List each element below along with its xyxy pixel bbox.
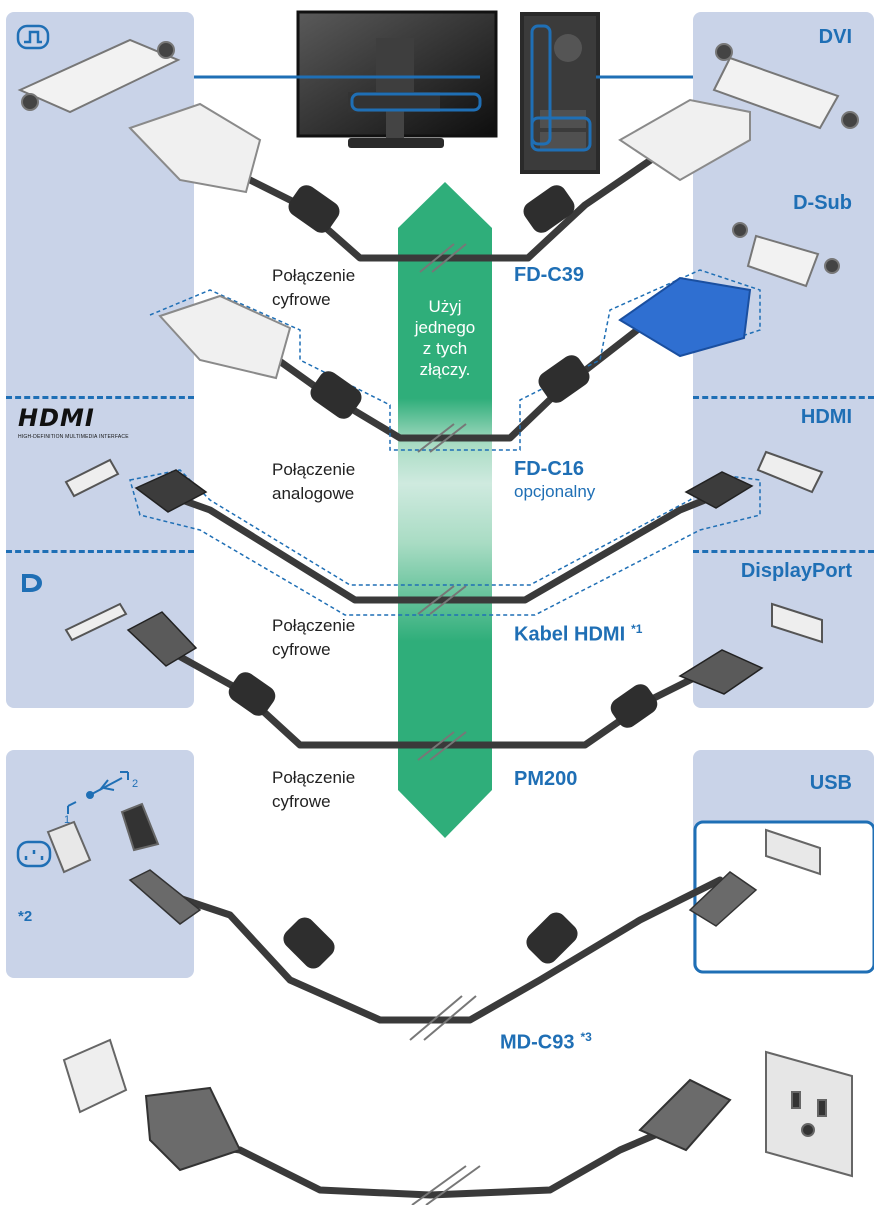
connection-line: cyfrowe bbox=[272, 792, 331, 811]
displayport-port-left bbox=[64, 602, 128, 642]
hdmi-highlight bbox=[129, 469, 761, 616]
label-dsub: D-Sub bbox=[793, 192, 852, 214]
cable-hdmi bbox=[156, 488, 729, 604]
dvi-connector-right bbox=[618, 98, 751, 182]
footnote-2: *2 bbox=[18, 908, 33, 925]
cable-name-md-c93: MD-C93 *3 bbox=[500, 1030, 592, 1055]
separator-right-1 bbox=[693, 396, 874, 399]
hdmi-port-left bbox=[64, 458, 120, 498]
hdmi-port-right bbox=[756, 450, 824, 494]
usb-port-number-2: 2 bbox=[132, 778, 139, 790]
cable-pm200 bbox=[146, 636, 734, 749]
dvi-port-right bbox=[712, 43, 859, 130]
connection-line: Połączenie bbox=[272, 266, 356, 285]
label-displayport: DisplayPort bbox=[740, 560, 852, 582]
power-plug-left bbox=[144, 1086, 242, 1172]
separator-right-2 bbox=[693, 550, 874, 553]
dvi-connector-analog bbox=[158, 294, 292, 380]
connection-line: analogowe bbox=[272, 484, 355, 503]
connection-type-1: Połączenie cyfrowe bbox=[272, 264, 355, 312]
analog-highlight-left bbox=[149, 269, 761, 451]
dp-plugs bbox=[126, 611, 764, 695]
label-hdmi: HDMI bbox=[800, 406, 852, 428]
pc-illustration bbox=[520, 12, 600, 174]
optional-label: opcjonalny bbox=[514, 482, 596, 501]
separator-left-1 bbox=[6, 396, 194, 399]
connection-type-4: Połączenie cyfrowe bbox=[272, 766, 355, 814]
arrow-line: z tych bbox=[422, 339, 468, 358]
label-usb: USB bbox=[809, 772, 852, 794]
cable-name-fd-c16: FD-C16 bbox=[514, 458, 585, 480]
arrow-line: złączy. bbox=[419, 360, 471, 379]
arrow-instruction: Użyj jednego z tych złączy. bbox=[405, 296, 485, 380]
cable-name-pm200: PM200 bbox=[514, 768, 578, 790]
green-arrow bbox=[398, 182, 492, 838]
hdmi-plugs bbox=[134, 469, 754, 513]
hdmi-logo: HDMI bbox=[18, 404, 95, 432]
cable-power bbox=[166, 1116, 694, 1199]
separator-left-2 bbox=[6, 550, 194, 553]
displayport-icon bbox=[22, 574, 42, 592]
connection-line: Połączenie bbox=[272, 460, 356, 479]
power-plug-right bbox=[638, 1078, 732, 1152]
arrow-line: Użyj bbox=[428, 297, 462, 316]
connection-type-2: Połączenie analogowe bbox=[272, 458, 355, 506]
connection-type-3: Połączenie cyfrowe bbox=[272, 614, 355, 662]
label-dvi: DVI bbox=[818, 26, 852, 48]
power-outlet-frame bbox=[693, 820, 874, 974]
usb-plugs bbox=[128, 869, 758, 927]
connection-line: Połączenie bbox=[272, 768, 356, 787]
cable-name-md-c93-text: MD-C93 bbox=[500, 1031, 575, 1054]
arrow-line: jednego bbox=[414, 318, 476, 337]
usb-port-right bbox=[765, 828, 821, 876]
usb-ports-left bbox=[46, 802, 160, 874]
cable-fd-c39 bbox=[206, 136, 684, 262]
dvi-connector-left bbox=[128, 102, 262, 194]
dvi-port-left bbox=[17, 38, 181, 114]
usb-port-number-1: 1 bbox=[64, 814, 71, 826]
ferrite-cores bbox=[228, 185, 658, 969]
footnote-1: *1 bbox=[631, 622, 643, 636]
cable-name-hdmi: Kabel HDMI *1 bbox=[514, 622, 642, 647]
power-inlet-icon bbox=[16, 840, 52, 868]
monitor-illustration bbox=[296, 10, 498, 148]
connection-line: Połączenie bbox=[272, 616, 356, 635]
dsub-port-right bbox=[732, 222, 840, 288]
power-inlet-left bbox=[62, 1038, 128, 1114]
cable-name-hdmi-text: Kabel HDMI bbox=[514, 623, 626, 646]
connection-line: cyfrowe bbox=[272, 640, 331, 659]
displayport-port-right bbox=[771, 602, 823, 644]
usb-icon bbox=[67, 771, 129, 814]
wall-outlet bbox=[765, 1050, 853, 1178]
dvi-icon bbox=[16, 24, 50, 50]
footnote-3: *3 bbox=[580, 1030, 592, 1044]
cable-name-fd-c39: FD-C39 bbox=[514, 264, 585, 286]
connection-line: cyfrowe bbox=[272, 290, 331, 309]
vga-connector-blue bbox=[618, 276, 752, 358]
cable-md-c93 bbox=[136, 876, 724, 1024]
hdmi-logo-subtitle: HIGH-DEFINITION MULTIMEDIA INTERFACE bbox=[18, 434, 129, 440]
